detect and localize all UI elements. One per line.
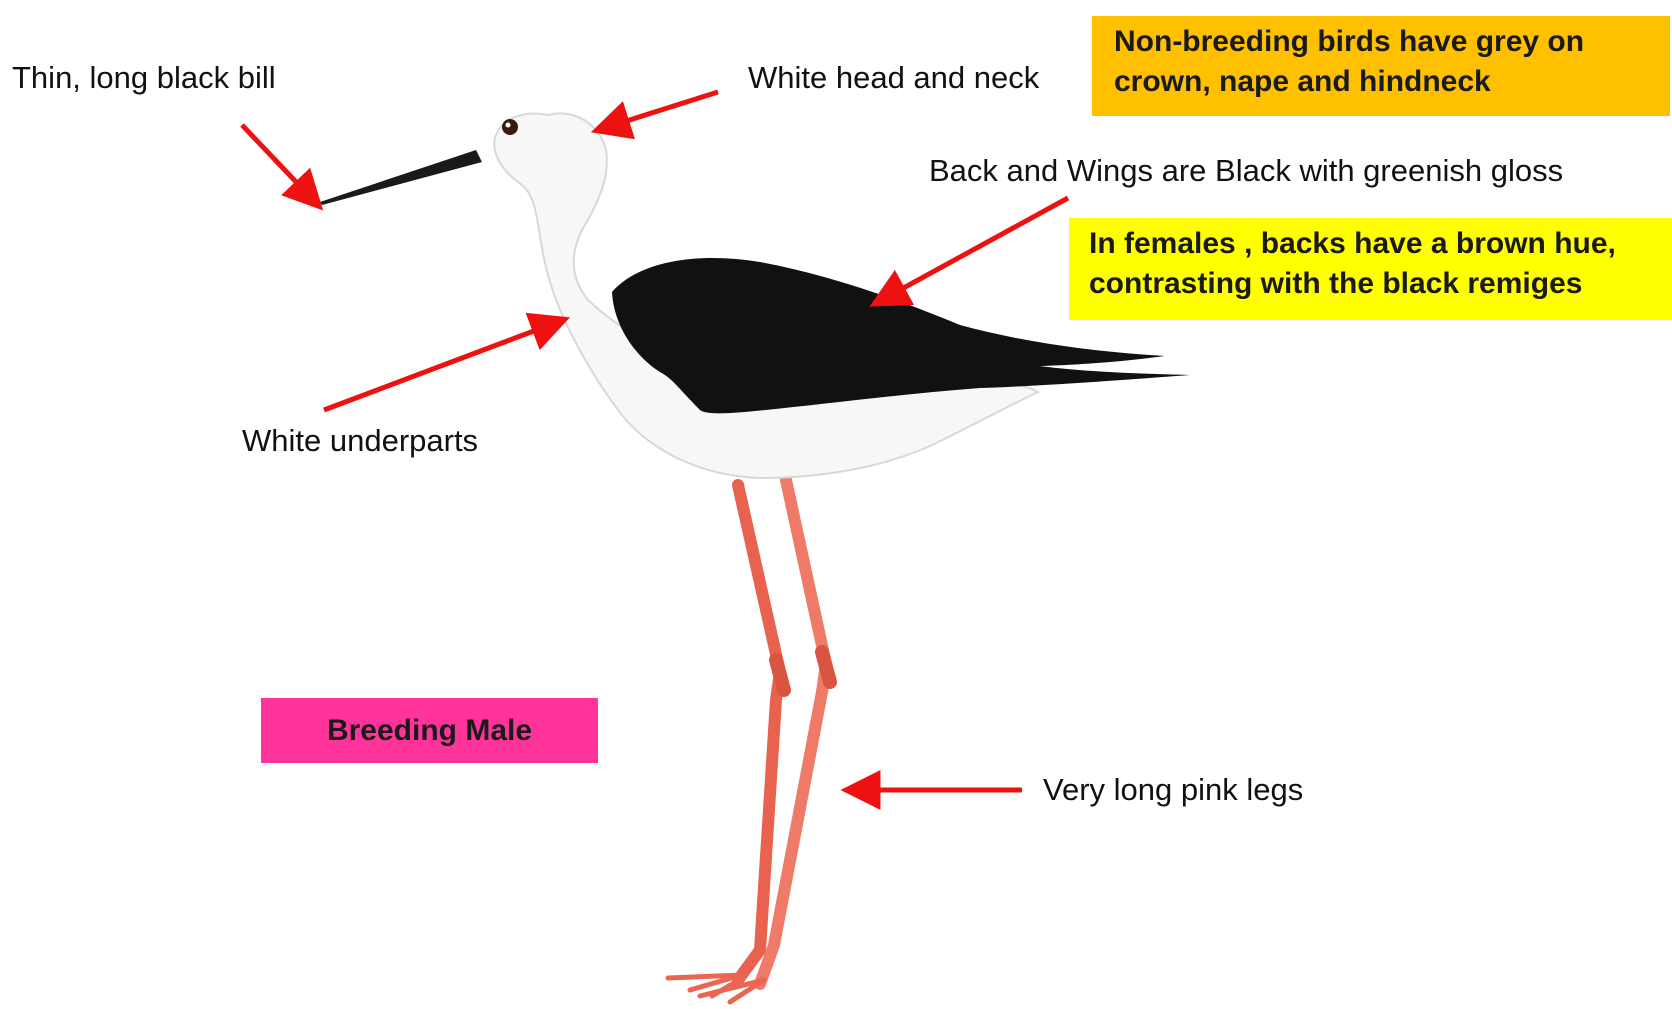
arrow-underparts xyxy=(324,320,563,410)
label-underparts: White underparts xyxy=(242,423,478,459)
label-back-wings: Back and Wings are Black with greenish g… xyxy=(929,153,1563,189)
note-non-breeding-line1: Non-breeding birds have grey on xyxy=(1114,22,1670,62)
note-female-line1: In females , backs have a brown hue, xyxy=(1089,224,1672,264)
bird-eye xyxy=(502,119,518,135)
note-female: In females , backs have a brown hue, con… xyxy=(1069,218,1672,320)
leg-joint-left xyxy=(776,660,784,690)
arrow-back-wings xyxy=(876,198,1068,303)
legs xyxy=(668,480,830,1002)
arrow-bill xyxy=(242,125,318,205)
note-non-breeding: Non-breeding birds have grey on crown, n… xyxy=(1092,16,1670,116)
bird-bill xyxy=(320,150,482,205)
arrow-head-neck xyxy=(598,92,718,130)
note-non-breeding-line2: crown, nape and hindneck xyxy=(1114,62,1670,102)
leg-left xyxy=(738,485,780,980)
leg-joint-right xyxy=(822,652,830,682)
feet xyxy=(668,975,764,1002)
label-head-neck: White head and neck xyxy=(748,60,1039,96)
tag-breeding-male: Breeding Male xyxy=(261,698,598,763)
note-female-line2: contrasting with the black remiges xyxy=(1089,264,1672,304)
tag-breeding-male-text: Breeding Male xyxy=(327,714,532,747)
label-legs: Very long pink legs xyxy=(1043,772,1303,808)
label-bill: Thin, long black bill xyxy=(12,60,276,96)
